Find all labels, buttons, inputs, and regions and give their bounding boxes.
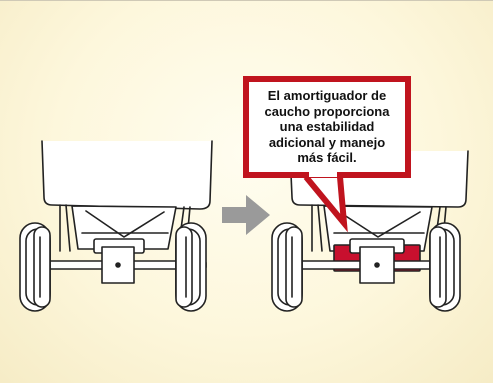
callout-text: El amortiguador de caucho proporciona un…	[246, 79, 408, 175]
callout-bubble	[243, 76, 411, 233]
callout-pointer	[303, 175, 348, 233]
right-wheel	[175, 222, 207, 312]
callout-box	[243, 76, 411, 178]
right-arrow-icon	[222, 195, 270, 235]
right-wheel	[429, 222, 461, 312]
callout-line-4: adicional y manejo	[268, 134, 386, 150]
callout-line-3: una estabilidad	[279, 119, 375, 135]
left-wheel	[271, 222, 303, 312]
callout-line-5: más fácil.	[297, 150, 357, 166]
cart-body	[41, 140, 213, 210]
callout-line-2: caucho proporciona	[264, 103, 390, 119]
callout-line-1: El amortiguador de	[267, 88, 387, 104]
left-wheel	[19, 222, 51, 312]
cart-without-damper	[19, 140, 213, 312]
